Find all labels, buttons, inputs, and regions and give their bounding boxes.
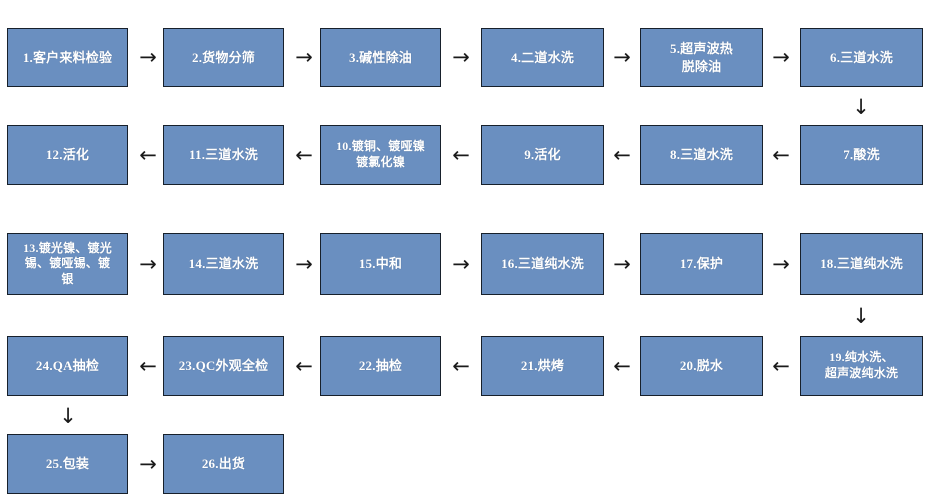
process-node-24[interactable]: 24.QA抽检 [7, 336, 128, 396]
arrow-right-14-to-15: → [295, 251, 313, 276]
process-node-15[interactable]: 15.中和 [320, 233, 441, 295]
process-node-8[interactable]: 8.三道水洗 [640, 125, 763, 185]
arrow-right-5-to-6: → [772, 44, 790, 69]
arrow-right-17-to-18: → [772, 251, 790, 276]
arrow-down-18-to-19: ↓ [852, 303, 870, 328]
arrow-left-10-to-11: ← [295, 142, 313, 167]
process-node-14[interactable]: 14.三道水洗 [163, 233, 284, 295]
arrow-left-23-to-24: ← [139, 353, 157, 378]
arrow-left-20-to-21: ← [613, 353, 631, 378]
process-node-13[interactable]: 13.镀光镍、镀光 锡、镀哑锡、镀 银 [7, 233, 128, 295]
arrow-left-22-to-23: ← [295, 353, 313, 378]
process-node-1[interactable]: 1.客户来料检验 [7, 28, 128, 87]
arrow-left-7-to-8: ← [772, 142, 790, 167]
arrow-right-13-to-14: → [139, 251, 157, 276]
arrow-left-11-to-12: ← [139, 142, 157, 167]
process-node-10[interactable]: 10.镀铜、镀哑镍 镀氯化镍 [320, 125, 441, 185]
process-node-12[interactable]: 12.活化 [7, 125, 128, 185]
process-node-21[interactable]: 21.烘烤 [481, 336, 604, 396]
process-node-11[interactable]: 11.三道水洗 [163, 125, 284, 185]
arrow-left-21-to-22: ← [452, 353, 470, 378]
process-node-25[interactable]: 25.包装 [7, 434, 128, 494]
arrow-right-1-to-2: → [139, 44, 157, 69]
arrow-down-24-to-25: ↓ [59, 403, 77, 428]
arrow-right-3-to-4: → [452, 44, 470, 69]
arrow-right-16-to-17: → [613, 251, 631, 276]
process-node-20[interactable]: 20.脱水 [640, 336, 763, 396]
process-node-3[interactable]: 3.碱性除油 [320, 28, 441, 87]
arrow-right-4-to-5: → [613, 44, 631, 69]
process-node-4[interactable]: 4.二道水洗 [481, 28, 604, 87]
process-node-2[interactable]: 2.货物分筛 [163, 28, 284, 87]
process-node-22[interactable]: 22.抽检 [320, 336, 441, 396]
arrow-left-19-to-20: ← [772, 353, 790, 378]
arrow-right-2-to-3: → [295, 44, 313, 69]
arrow-left-8-to-9: ← [613, 142, 631, 167]
arrow-right-15-to-16: → [452, 251, 470, 276]
process-node-5[interactable]: 5.超声波热 脱除油 [640, 28, 763, 87]
process-node-7[interactable]: 7.酸洗 [800, 125, 923, 185]
process-node-6[interactable]: 6.三道水洗 [800, 28, 923, 87]
process-node-19[interactable]: 19.纯水洗、 超声波纯水洗 [800, 336, 923, 396]
process-node-9[interactable]: 9.活化 [481, 125, 604, 185]
process-node-23[interactable]: 23.QC外观全检 [163, 336, 284, 396]
process-node-26[interactable]: 26.出货 [163, 434, 284, 494]
process-node-16[interactable]: 16.三道纯水洗 [481, 233, 604, 295]
arrow-down-6-to-7: ↓ [852, 94, 870, 119]
arrow-right-25-to-26: → [139, 451, 157, 476]
process-node-18[interactable]: 18.三道纯水洗 [800, 233, 923, 295]
process-node-17[interactable]: 17.保护 [640, 233, 763, 295]
arrow-left-9-to-10: ← [452, 142, 470, 167]
